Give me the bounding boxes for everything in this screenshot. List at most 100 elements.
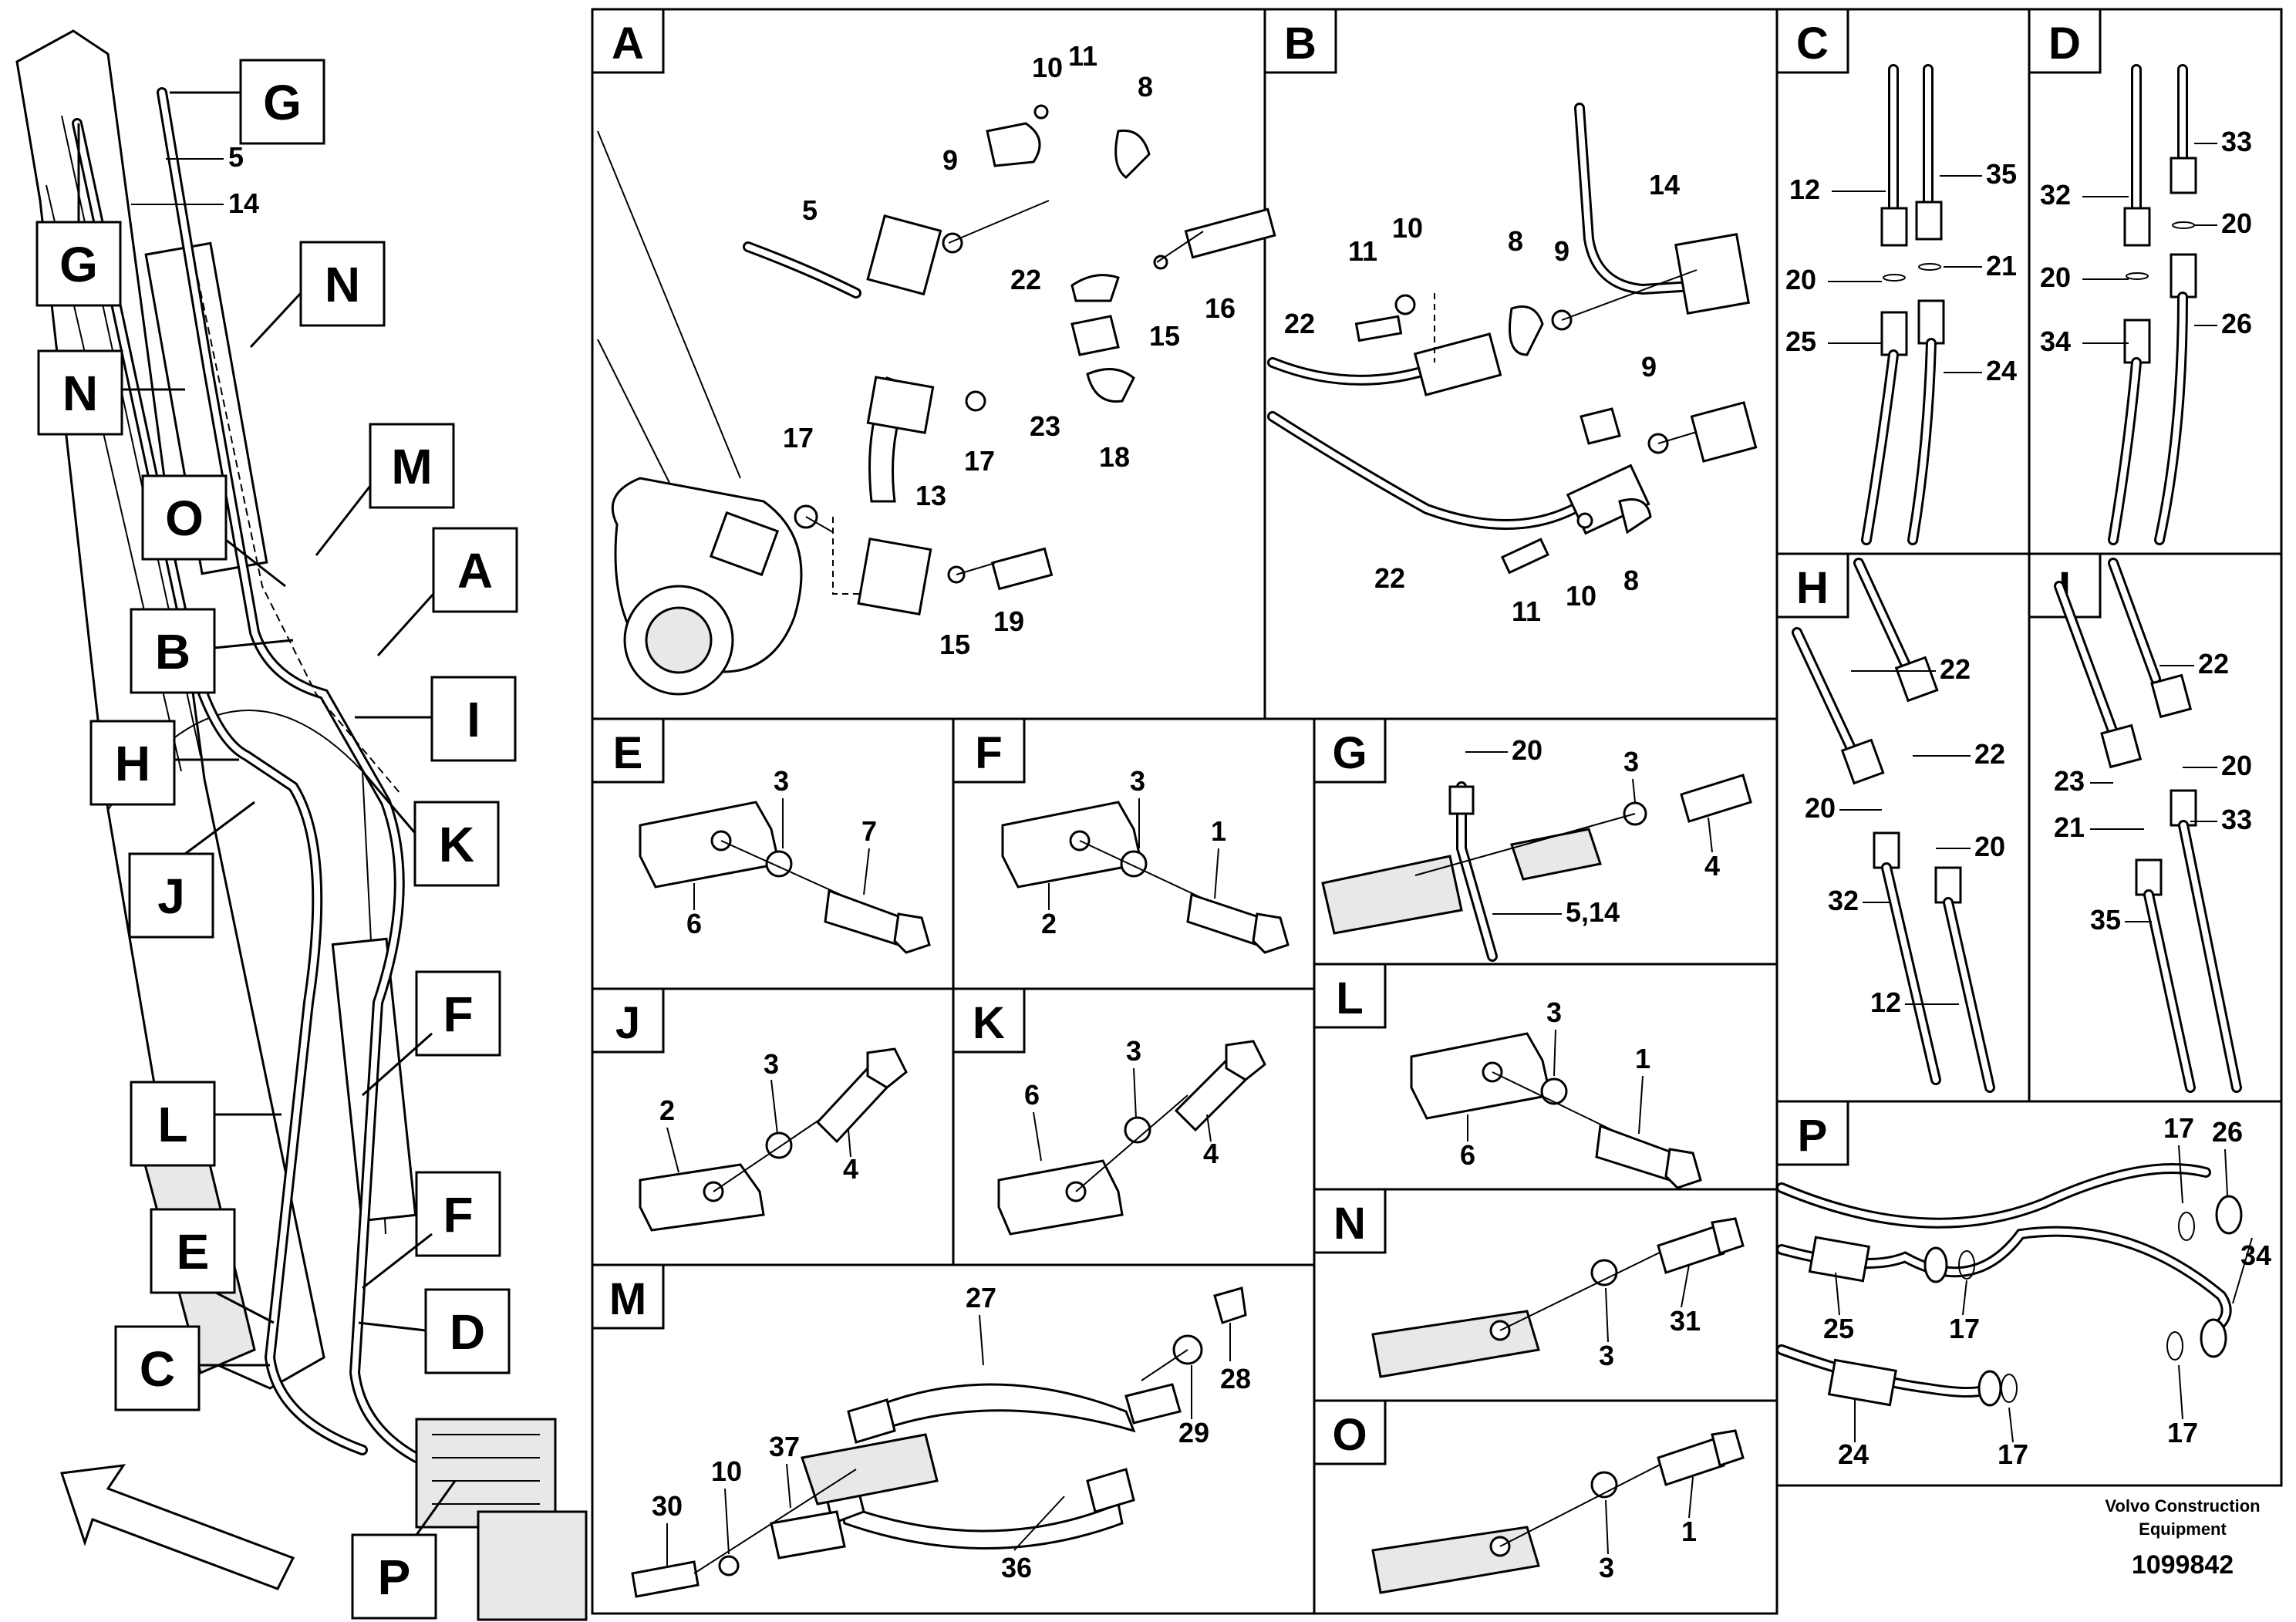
- svg-text:6: 6: [1024, 1079, 1040, 1111]
- panel-letter-a: A: [591, 8, 665, 74]
- svg-text:8: 8: [1623, 565, 1639, 596]
- svg-text:N: N: [1333, 1199, 1366, 1249]
- panel-letter-c: C: [1775, 8, 1849, 74]
- svg-text:12: 12: [1789, 174, 1820, 205]
- svg-text:A: A: [457, 543, 493, 599]
- panel-l-labels: 3 1 6: [1460, 996, 1650, 1171]
- svg-text:23: 23: [2054, 765, 2085, 797]
- overview-callouts: G G N N O M A: [35, 59, 518, 1620]
- svg-text:3: 3: [1599, 1340, 1614, 1371]
- svg-text:35: 35: [1986, 158, 2017, 190]
- svg-text:4: 4: [843, 1153, 858, 1185]
- svg-text:20: 20: [1785, 264, 1816, 295]
- svg-text:29: 29: [1178, 1417, 1209, 1448]
- svg-text:30: 30: [652, 1490, 683, 1522]
- overview-drawing: [15, 29, 588, 1621]
- svg-text:11: 11: [1512, 595, 1541, 627]
- callout-c: C: [114, 1325, 270, 1411]
- callout-f-lower: F: [362, 1171, 501, 1290]
- svg-text:10: 10: [1032, 52, 1063, 83]
- svg-text:F: F: [443, 986, 473, 1042]
- svg-text:J: J: [615, 998, 640, 1048]
- panel-e-labels: 3 7 6: [686, 765, 877, 939]
- panel-b-drawing: [1267, 103, 1758, 575]
- svg-text:G: G: [59, 237, 98, 292]
- svg-text:K: K: [439, 817, 474, 872]
- svg-text:P: P: [378, 1549, 411, 1605]
- svg-text:18: 18: [1099, 441, 1130, 473]
- panel-h-labels: 22 22 20 20 32 12: [1805, 653, 2005, 1018]
- panel-m-labels: 27 28 29 37 10 30 36: [652, 1282, 1251, 1583]
- svg-text:H: H: [115, 736, 150, 791]
- svg-text:L: L: [1336, 973, 1363, 1023]
- svg-text:E: E: [613, 728, 643, 778]
- svg-text:8: 8: [1138, 71, 1153, 103]
- callout-f-upper: F: [362, 970, 501, 1097]
- panel-i-drawing: [2054, 558, 2242, 1093]
- panel-letter-j: J: [591, 987, 665, 1054]
- panel-l-drawing: [1410, 1032, 1702, 1189]
- panel-h-drawing: [1792, 558, 1995, 1093]
- svg-text:3: 3: [1126, 1035, 1141, 1067]
- panel-letter-p: P: [1775, 1100, 1849, 1166]
- svg-text:20: 20: [2040, 261, 2071, 293]
- svg-text:3: 3: [764, 1048, 779, 1080]
- svg-text:37: 37: [769, 1431, 800, 1462]
- callout-i: I: [355, 676, 517, 762]
- callout-b: B: [130, 608, 294, 694]
- panel-g-drawing: [1321, 774, 1752, 962]
- panel-k-drawing: [997, 1040, 1266, 1236]
- callout-p: P: [351, 1480, 457, 1620]
- panel-o-drawing: [1371, 1429, 1745, 1594]
- svg-text:B: B: [1284, 19, 1317, 69]
- svg-text:15: 15: [939, 629, 970, 660]
- svg-text:21: 21: [1986, 250, 2017, 282]
- callout-l: L: [130, 1081, 282, 1167]
- panel-letter-e: E: [591, 717, 665, 784]
- panel-p-drawing: [1776, 1163, 2243, 1407]
- panel-j-labels: 3 2 4: [659, 1048, 858, 1185]
- svg-text:33: 33: [2221, 804, 2252, 835]
- svg-text:O: O: [165, 491, 204, 546]
- panel-e-drawing: [639, 801, 931, 954]
- overview-label-5: 5: [228, 141, 244, 173]
- svg-text:9: 9: [1554, 235, 1569, 267]
- panel-letters: A B C D E F G H I J K L M N O P: [591, 8, 2102, 1465]
- svg-text:G: G: [263, 75, 302, 130]
- svg-text:13: 13: [915, 480, 946, 511]
- svg-text:22: 22: [1010, 264, 1041, 295]
- panel-a-labels: 10 11 8 9 5 22 16 15 17 23 18 13 17 15 1…: [783, 40, 1236, 660]
- svg-text:J: J: [157, 868, 185, 924]
- svg-text:24: 24: [1838, 1438, 1869, 1470]
- svg-text:1: 1: [1681, 1516, 1697, 1547]
- svg-text:32: 32: [1828, 885, 1859, 916]
- svg-text:20: 20: [2221, 207, 2252, 239]
- callout-e: E: [150, 1208, 275, 1324]
- company-name-line1: Volvo Construction: [2105, 1496, 2260, 1516]
- svg-text:22: 22: [1940, 653, 1971, 685]
- panel-letter-l: L: [1313, 963, 1387, 1029]
- svg-text:32: 32: [2040, 179, 2071, 211]
- svg-text:K: K: [973, 998, 1005, 1048]
- svg-text:10: 10: [1392, 212, 1423, 244]
- panel-d-labels: 33 32 20 20 26 34: [2040, 126, 2252, 357]
- svg-text:11: 11: [1068, 40, 1097, 72]
- svg-text:E: E: [177, 1224, 210, 1280]
- svg-text:10: 10: [711, 1455, 742, 1487]
- panel-i-labels: 22 23 20 21 33 35: [2054, 648, 2252, 936]
- callout-j: J: [128, 801, 255, 939]
- svg-text:L: L: [157, 1097, 187, 1152]
- svg-text:3: 3: [1623, 746, 1639, 777]
- svg-text:20: 20: [1512, 734, 1542, 766]
- svg-text:4: 4: [1203, 1138, 1219, 1169]
- overview-label-14: 14: [228, 187, 259, 219]
- callout-h: H: [89, 720, 239, 806]
- svg-text:15: 15: [1149, 320, 1180, 352]
- svg-text:A: A: [612, 19, 644, 69]
- svg-text:1: 1: [1635, 1043, 1650, 1074]
- svg-text:C: C: [140, 1341, 175, 1397]
- svg-text:35: 35: [2090, 904, 2121, 936]
- svg-text:28: 28: [1220, 1363, 1251, 1394]
- panel-letter-n: N: [1313, 1188, 1387, 1254]
- svg-text:23: 23: [1030, 410, 1060, 442]
